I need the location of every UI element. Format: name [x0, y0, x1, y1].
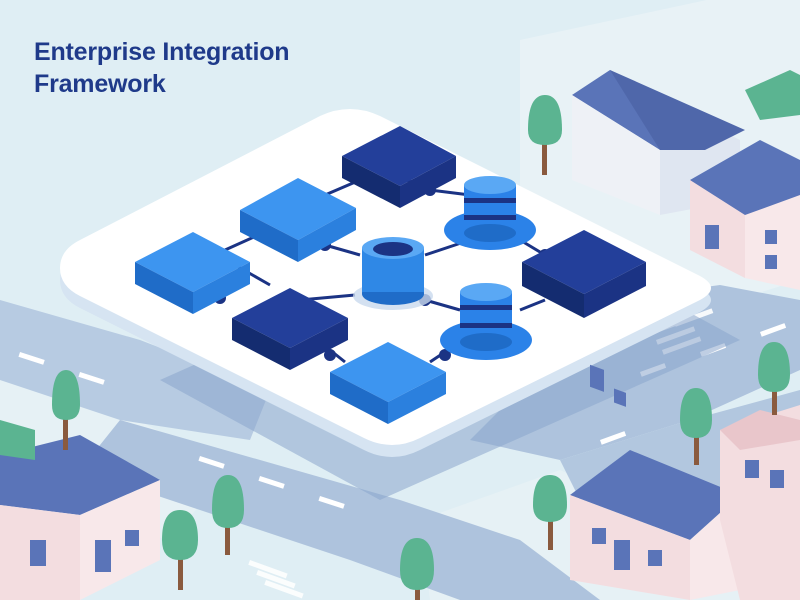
module-light-2: [135, 232, 250, 314]
tree-3: [212, 475, 244, 555]
tree-6: [533, 475, 567, 550]
module-dark-3: [522, 230, 646, 318]
house-5: [720, 405, 800, 600]
tree-2: [52, 370, 80, 450]
house-2: [690, 140, 800, 290]
central-hub-cylinder: [353, 237, 433, 310]
tree-5: [400, 538, 434, 600]
page-title-line-1: Enterprise Integration: [34, 38, 290, 66]
title-block: Enterprise Integration Framework: [34, 36, 394, 100]
module-light-1: [240, 178, 356, 262]
page-title-line-2: Framework: [34, 70, 166, 98]
database-stack-2: [440, 283, 532, 360]
road-left: [0, 300, 270, 440]
tree-8: [758, 342, 790, 415]
trees: [52, 95, 790, 600]
crosswalk-bottom: [248, 560, 304, 599]
module-dark-1: [342, 126, 456, 208]
house-4: [570, 450, 740, 600]
road-main-diagonal: [80, 420, 600, 600]
database-stack-1: [444, 176, 536, 250]
module-light-3: [330, 342, 446, 424]
tree-4: [162, 510, 198, 590]
hedges: [0, 70, 800, 460]
house-3: [0, 435, 160, 600]
tree-1: [528, 95, 562, 175]
house-1: [572, 70, 745, 407]
tree-7: [680, 388, 712, 465]
module-dark-2: [232, 288, 348, 370]
